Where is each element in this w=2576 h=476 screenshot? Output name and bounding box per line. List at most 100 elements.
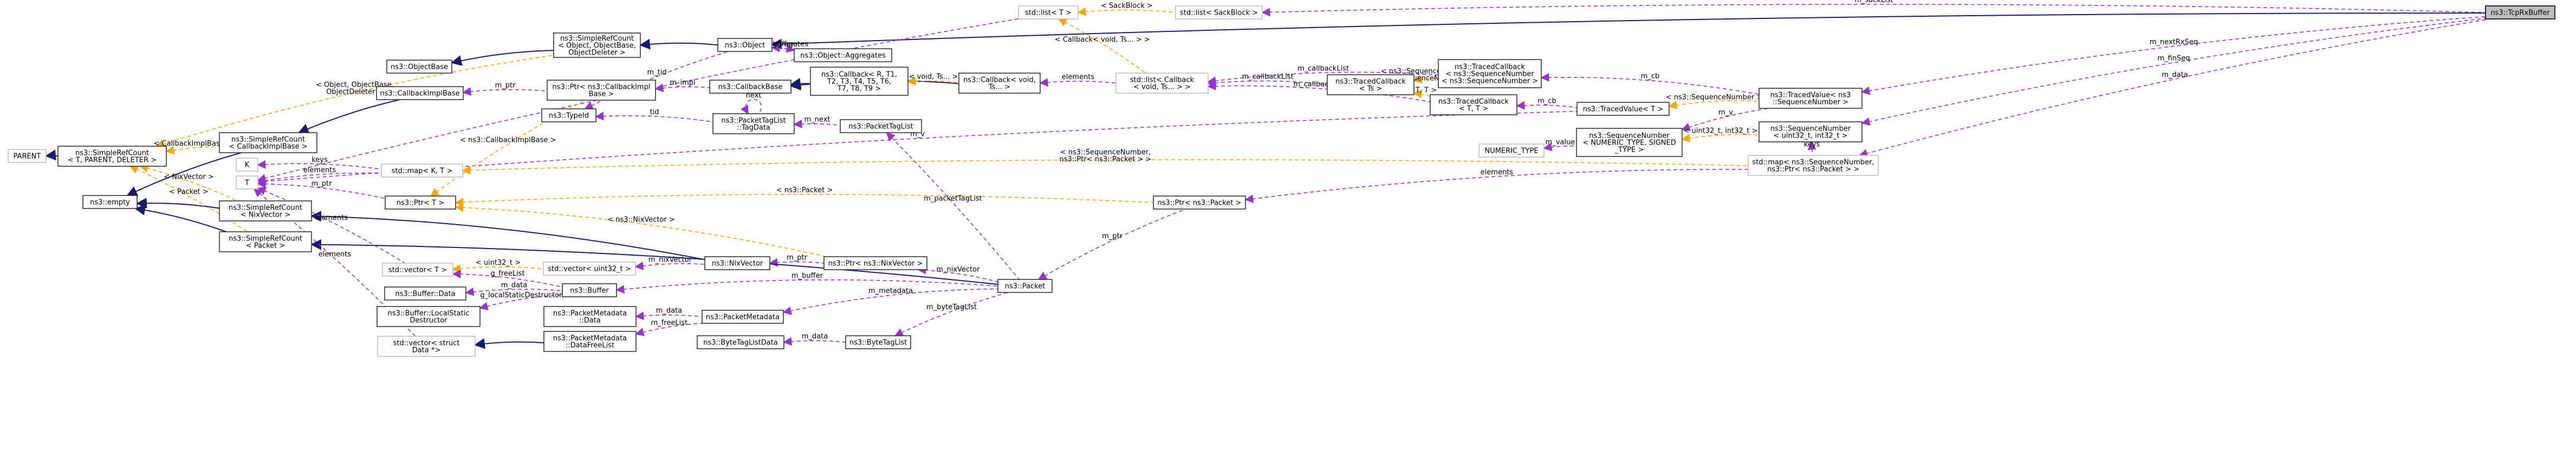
node-traced-value-t[interactable]: ns3::TracedValue< T >	[1576, 102, 1670, 116]
node-box[interactable]	[1576, 102, 1670, 116]
node-box[interactable]	[1438, 59, 1542, 88]
node-callback-impl-base[interactable]: ns3::CallbackImplBase	[376, 86, 464, 100]
node-box[interactable]	[958, 73, 1041, 94]
node-t[interactable]: T	[236, 175, 258, 190]
node-box[interactable]	[1759, 121, 1863, 142]
node-packet-tag-list[interactable]: ns3::PacketTagList	[840, 119, 922, 133]
node-box[interactable]	[2485, 5, 2555, 19]
node-box[interactable]	[810, 67, 909, 96]
node-src-packet[interactable]: ns3::SimpleRefCount< Packet >	[219, 231, 312, 252]
node-box[interactable]	[1327, 74, 1414, 95]
node-box[interactable]	[219, 231, 312, 252]
node-box[interactable]	[376, 86, 464, 100]
node-stdvector-t[interactable]: std::vector< T >	[382, 263, 453, 277]
node-stdmap-seq-packet[interactable]: std::map< ns3::SequenceNumber,ns3::Ptr< …	[1748, 155, 1879, 176]
node-box[interactable]	[377, 306, 481, 327]
node-object-aggregates[interactable]: ns3::Object::Aggregates	[794, 48, 892, 62]
node-box[interactable]	[1748, 155, 1879, 176]
node-callback-t[interactable]: ns3::Callback< R, T1,T2, T3, T4, T5, T6,…	[810, 67, 909, 96]
node-packet-tag-list-data[interactable]: ns3::PacketTagList::TagData	[712, 113, 795, 134]
node-buffer[interactable]: ns3::Buffer	[562, 283, 617, 297]
node-box[interactable]	[386, 60, 452, 74]
node-packet-metadata-data[interactable]: ns3::PacketMetadata::Data	[543, 306, 637, 327]
node-box[interactable]	[794, 48, 892, 62]
node-stdvector-uint[interactable]: std::vector< uint32_t >	[543, 262, 636, 276]
node-stdlist-t[interactable]: std::list< T >	[1018, 5, 1079, 19]
node-object[interactable]: ns3::Object	[717, 38, 773, 52]
node-box[interactable]	[840, 119, 922, 133]
node-box[interactable]	[381, 164, 463, 178]
node-byte-tag-list[interactable]: ns3::ByteTagList	[845, 335, 911, 349]
node-object-base[interactable]: ns3::ObjectBase	[386, 60, 452, 74]
node-box[interactable]	[1576, 128, 1683, 157]
node-box[interactable]	[384, 286, 466, 301]
node-box[interactable]	[1430, 94, 1517, 115]
node-box[interactable]	[997, 279, 1053, 293]
node-ptr-t[interactable]: ns3::Ptr< T >	[385, 195, 456, 210]
node-box[interactable]	[1153, 195, 1246, 210]
node-box[interactable]	[704, 256, 770, 270]
node-box[interactable]	[1175, 5, 1263, 19]
node-box[interactable]	[1018, 5, 1079, 19]
node-box[interactable]	[702, 310, 784, 324]
node-box[interactable]	[236, 175, 258, 190]
node-box[interactable]	[697, 335, 784, 349]
node-box[interactable]	[543, 262, 636, 276]
node-callback-base[interactable]: ns3::CallbackBase	[709, 80, 791, 94]
node-src-callback-impl-base[interactable]: ns3::SimpleRefCount< CallbackImplBase >	[219, 132, 317, 153]
node-box[interactable]	[717, 38, 773, 52]
node-ptr-nix-vector[interactable]: ns3::Ptr< ns3::NixVector >	[823, 256, 927, 270]
node-sequence-number-n[interactable]: ns3::SequenceNumber< NUMERIC_TYPE, SIGNE…	[1576, 128, 1683, 157]
node-empty[interactable]: ns3::empty	[82, 195, 138, 209]
node-box[interactable]	[547, 80, 656, 101]
node-traced-callback-ts[interactable]: ns3::TracedCallback< Ts >	[1327, 74, 1414, 95]
node-src-t[interactable]: ns3::SimpleRefCount< T, PARENT, DELETER …	[57, 146, 167, 167]
node-box[interactable]	[543, 331, 637, 352]
node-callback-void[interactable]: ns3::Callback< void,Ts... >	[958, 73, 1041, 94]
node-nix-vector[interactable]: ns3::NixVector	[704, 256, 770, 270]
node-box[interactable]	[236, 158, 258, 172]
node-ptr-packet[interactable]: ns3::Ptr< ns3::Packet >	[1153, 195, 1246, 210]
node-packet-metadata[interactable]: ns3::PacketMetadata	[702, 310, 784, 324]
node-box[interactable]	[8, 149, 47, 163]
node-box[interactable]	[219, 132, 317, 153]
node-box[interactable]	[823, 256, 927, 270]
node-box[interactable]	[82, 195, 138, 209]
node-box[interactable]	[709, 80, 791, 94]
node-box[interactable]	[1478, 144, 1545, 158]
node-numeric-type[interactable]: NUMERIC_TYPE	[1478, 144, 1545, 158]
node-traced-value-seq[interactable]: ns3::TracedValue< ns3::SequenceNumber >	[1759, 88, 1863, 109]
node-box[interactable]	[562, 283, 617, 297]
node-src-nix-vector[interactable]: ns3::SimpleRefCount< NixVector >	[219, 200, 312, 221]
node-src-object[interactable]: ns3::SimpleRefCount< Object, ObjectBase,…	[553, 32, 641, 58]
node-box[interactable]	[1759, 88, 1863, 109]
node-box[interactable]	[382, 263, 453, 277]
node-box[interactable]	[57, 146, 167, 167]
node-stdlist-sack-block[interactable]: std::list< SackBlock >	[1175, 5, 1263, 19]
node-traced-callback-seq[interactable]: ns3::TracedCallback< ns3::SequenceNumber…	[1438, 59, 1542, 88]
node-k[interactable]: K	[236, 158, 258, 172]
node-box[interactable]	[219, 200, 312, 221]
node-ptr-callback-impl-base[interactable]: ns3::Ptr< ns3::CallbackImplBase >	[547, 80, 656, 101]
node-tcp-rx-buffer[interactable]: ns3::TcpRxBuffer	[2485, 5, 2555, 19]
node-box[interactable]	[845, 335, 911, 349]
node-stdmap-kt[interactable]: std::map< K, T >	[381, 164, 463, 178]
node-traced-callback-tt[interactable]: ns3::TracedCallback< T, T >	[1430, 94, 1517, 115]
node-packet-metadata-dfl[interactable]: ns3::PacketMetadata::DataFreeList	[543, 331, 637, 352]
node-box[interactable]	[712, 113, 795, 134]
node-sequence-number-u[interactable]: ns3::SequenceNumber< uint32_t, int32_t >	[1759, 121, 1863, 142]
node-box[interactable]	[543, 306, 637, 327]
node-box[interactable]	[553, 32, 641, 58]
node-box[interactable]	[377, 336, 476, 357]
node-box[interactable]	[541, 108, 596, 122]
node-parent[interactable]: PARENT	[8, 149, 47, 163]
node-box[interactable]	[385, 195, 456, 210]
node-packet[interactable]: ns3::Packet	[997, 279, 1053, 293]
node-buffer-data[interactable]: ns3::Buffer::Data	[384, 286, 466, 301]
node-byte-tag-list-data[interactable]: ns3::ByteTagListData	[697, 335, 784, 349]
node-box[interactable]	[1115, 73, 1209, 94]
node-stdlist-callback[interactable]: std::list< Callback< void, Ts... > >	[1115, 73, 1209, 94]
node-type-id[interactable]: ns3::TypeId	[541, 108, 596, 122]
